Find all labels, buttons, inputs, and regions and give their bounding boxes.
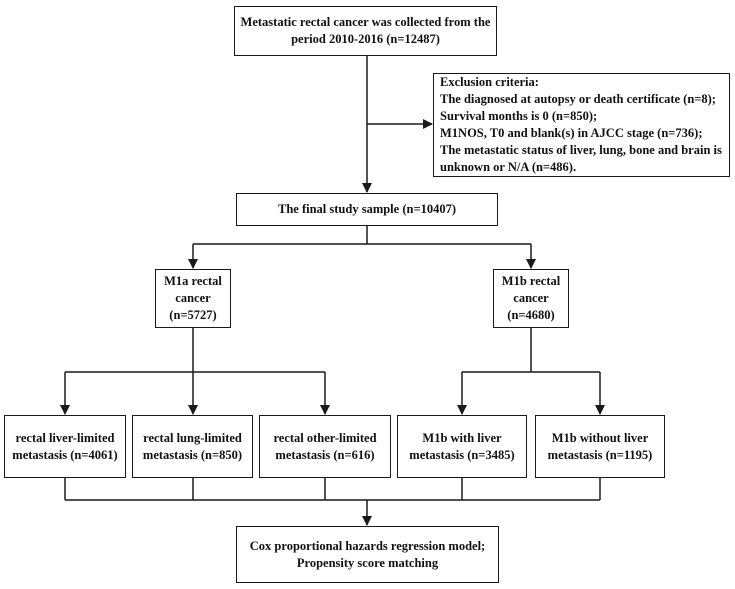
m1a-box: M1a rectal cancer (n=5727): [155, 269, 231, 328]
other-limited-box: rectal other-limited metastasis (n=616): [259, 415, 391, 478]
m1a-line-3: (n=5727): [169, 308, 217, 322]
liver-limited-line-2: metastasis (n=4061): [12, 447, 118, 462]
m1b-with-liver-box: M1b with liver metastasis (n=3485): [397, 415, 527, 478]
exclusion-item-metastatic-line-2: unknown or N/A (n=486).: [440, 160, 577, 174]
m1b-without-liver-line-1: M1b without liver: [551, 430, 649, 445]
exclusion-item-metastatic-line-1: The metastatic status of liver, lung, bo…: [440, 143, 722, 157]
m1b-box: M1b rectal cancer (n=4680): [493, 269, 569, 328]
m1b-with-liver-line-1: M1b with liver: [422, 430, 502, 445]
m1b-without-liver-box: M1b without liver metastasis (n=1195): [535, 415, 665, 478]
collected-line-1: Metastatic rectal cancer was collected f…: [240, 15, 491, 29]
cox-model-box: Cox proportional hazards regression mode…: [236, 526, 499, 583]
m1b-with-liver-line-2: metastasis (n=3485): [409, 447, 515, 462]
liver-limited-box: rectal liver-limited metastasis (n=4061): [4, 415, 126, 478]
liver-limited-line-1: rectal liver-limited: [15, 430, 115, 445]
final-sample-label: The final study sample (n=10407): [278, 202, 456, 216]
collected-line-2: period 2010-2016 (n=12487): [291, 32, 440, 46]
exclusion-title: Exclusion criteria:: [440, 75, 539, 89]
final-sample-box: The final study sample (n=10407): [236, 193, 498, 226]
lung-limited-box: rectal lung-limited metastasis (n=850): [132, 415, 253, 478]
m1a-line-2: cancer: [175, 291, 211, 305]
other-limited-line-1: rectal other-limited: [273, 430, 377, 445]
cox-line-1: Cox proportional hazards regression mode…: [249, 538, 486, 553]
exclusion-criteria-box: Exclusion criteria: The diagnosed at aut…: [433, 73, 730, 177]
m1b-line-2: cancer: [513, 291, 549, 305]
lung-limited-line-1: rectal lung-limited: [143, 430, 242, 445]
collected-box: Metastatic rectal cancer was collected f…: [234, 6, 497, 56]
exclusion-item-survival: Survival months is 0 (n=850);: [440, 109, 598, 123]
lung-limited-line-2: metastasis (n=850): [142, 447, 243, 462]
other-limited-line-2: metastasis (n=616): [275, 447, 375, 462]
exclusion-item-ajcc: M1NOS, T0 and blank(s) in AJCC stage (n=…: [440, 126, 703, 140]
m1b-line-3: (n=4680): [507, 308, 555, 322]
cox-line-2: Propensity score matching: [296, 555, 439, 570]
m1b-line-1: M1b rectal: [501, 274, 561, 288]
m1a-line-1: M1a rectal: [164, 274, 222, 288]
exclusion-item-autopsy: The diagnosed at autopsy or death certif…: [440, 92, 716, 106]
m1b-without-liver-line-2: metastasis (n=1195): [547, 447, 653, 462]
